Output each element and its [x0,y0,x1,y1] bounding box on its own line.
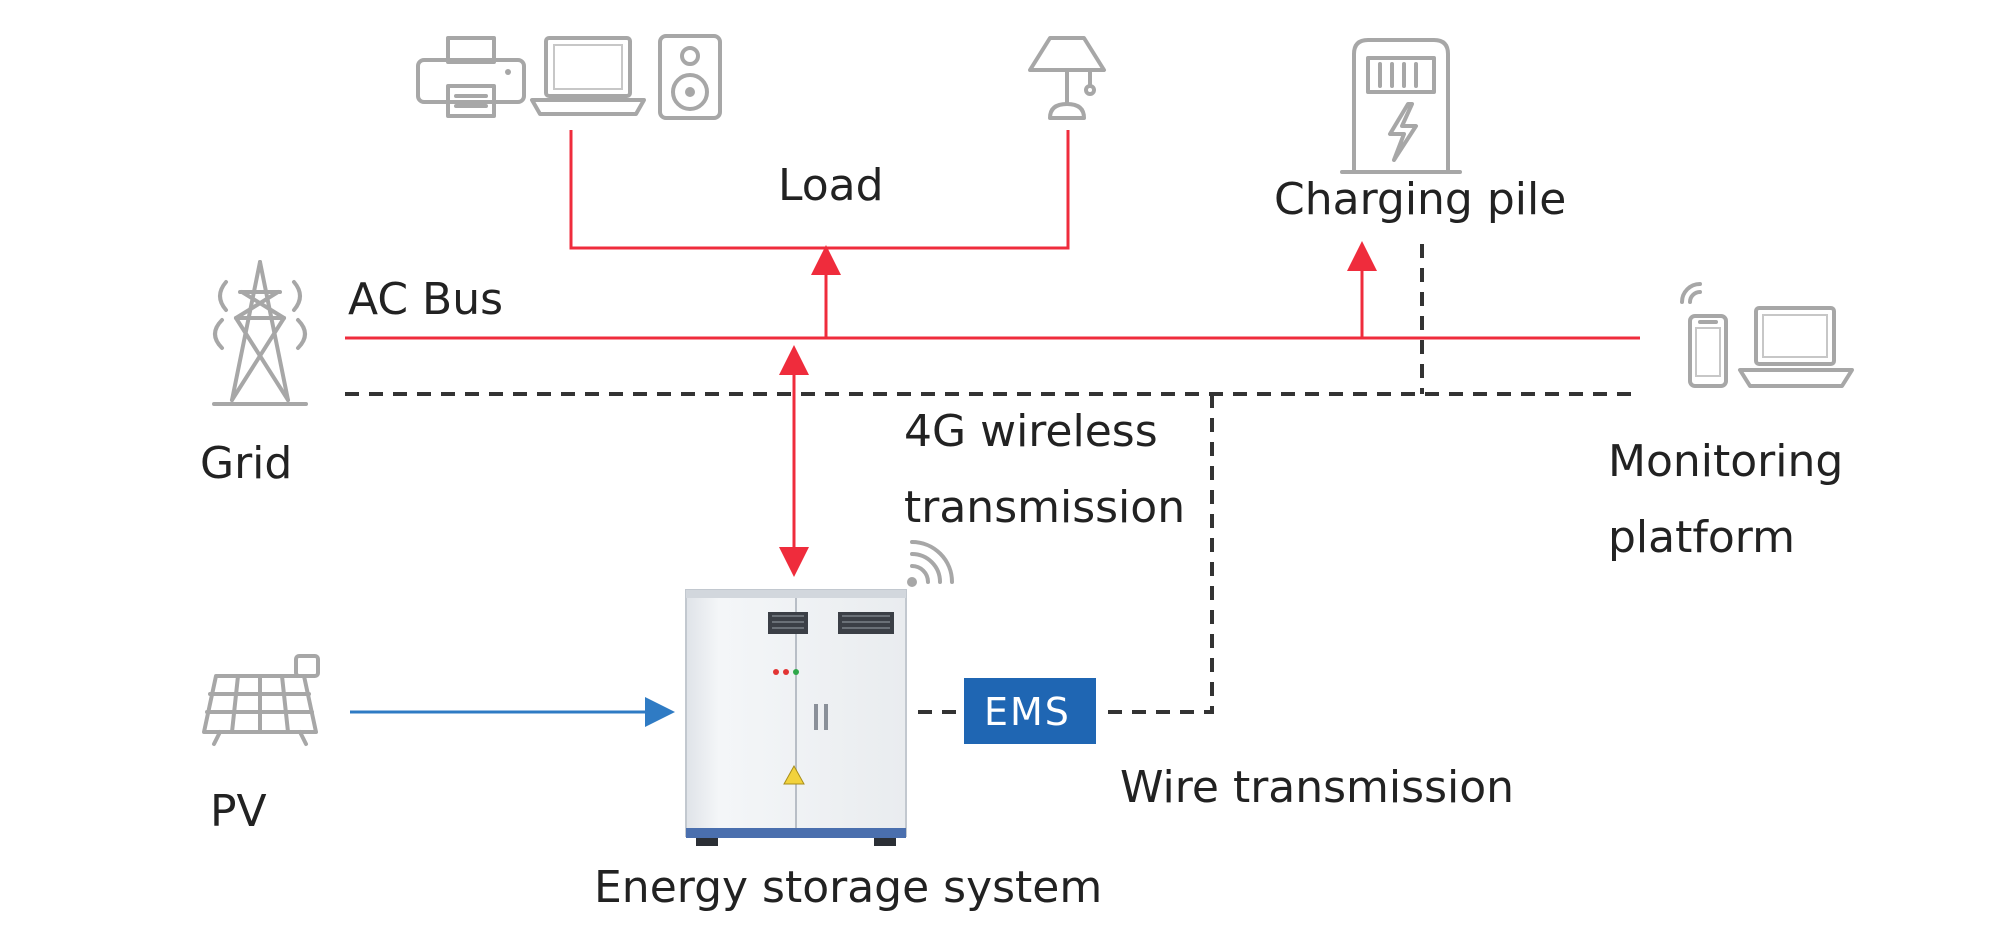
load-label: Load [778,160,884,211]
ac-bus-label: AC Bus [348,274,503,325]
charging-pile-label: Charging pile [1274,174,1566,225]
laptop-icon [530,36,646,116]
monitoring-laptop-icon [1738,306,1854,388]
ems-box: EMS [964,678,1096,744]
transmission-tower-icon [212,260,308,406]
pv-label: PV [210,786,267,837]
energy-storage-label: Energy storage system [594,862,1102,913]
speaker-icon [658,34,722,120]
monitoring-label-line1: Monitoring [1608,436,1843,487]
wire-transmission-label: Wire transmission [1120,762,1514,813]
wireless-label-line2: transmission [904,482,1185,533]
printer-icon [416,36,526,118]
energy-storage-cabinet-icon [685,589,907,846]
charging-pile-icon [1340,38,1462,174]
wifi-icon [907,540,954,587]
ems-signal-dashed [1098,394,1214,714]
smartphone-icon [1680,282,1728,388]
solar-panel-icon [202,654,320,746]
ems-label: EMS [984,690,1071,734]
wireless-label-line1: 4G wireless [904,406,1158,457]
lamp-icon [1028,36,1106,120]
grid-label: Grid [200,438,292,489]
monitoring-label-line2: platform [1608,512,1795,563]
